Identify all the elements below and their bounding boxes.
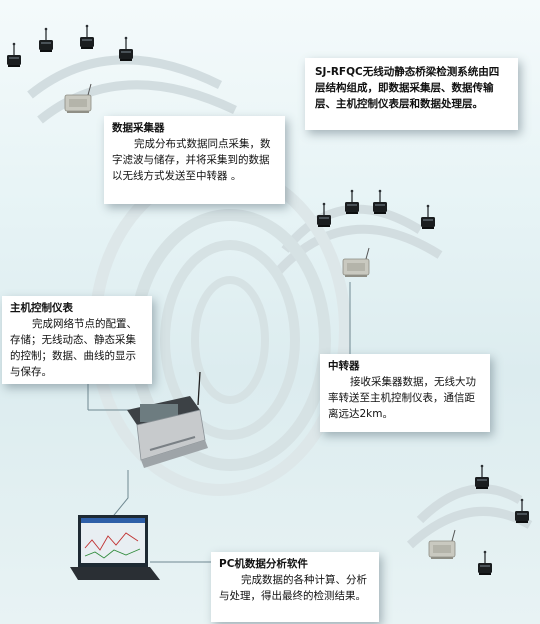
host-pc-link-line [109,470,129,521]
host-case-icon [127,371,208,468]
system-overview-text: SJ-RFQC无线动静态桥梁检测系统由四层结构组成，即数据采集层、数据传输层、主… [315,66,500,110]
laptop-pc-icon [70,515,160,580]
sensor-node-icon [344,189,360,215]
sensor-node-icon [6,42,22,68]
relay-title: 中转器 [328,360,360,372]
collector-description-box: 数据采集器 完成分布式数据同点采集，数字滤波与储存，并将采集到的数据以无线方式发… [104,116,285,204]
relay-body: 接收采集器数据，无线大功率转送至主机控制仪表，通信距离远达2km。 [328,376,477,420]
host-body: 完成网络节点的配置、存储；无线动态、静态采集的控制；数据、曲线的显示与保存。 [10,318,138,378]
sensor-node-icon [118,36,134,62]
pc-title: PC机数据分析软件 [219,558,308,570]
pc-software-description-box: PC机数据分析软件 完成数据的各种计算、分析与处理，得出最终的检测结果。 [211,552,379,622]
link-lines [87,282,351,563]
collector-device-icon [64,83,92,114]
collector-body: 完成分布式数据同点采集，数字滤波与储存，并将采集到的数据以无线方式发送至中转器 … [112,138,271,182]
host-description-box: 主机控制仪表 完成网络节点的配置、存储；无线动态、静态采集的控制；数据、曲线的显… [2,296,152,384]
sensor-node-icon [474,464,490,490]
relay-description-box: 中转器 接收采集器数据，无线大功率转送至主机控制仪表，通信距离远达2km。 [320,354,490,432]
relay-collector-icon [342,247,370,278]
sensor-node-icon [38,27,54,53]
sensor-node-icon [372,189,388,215]
host-title: 主机控制仪表 [10,302,73,314]
sensor-node-icon [420,204,436,230]
sensor-node-icon [477,550,493,576]
system-overview-box: SJ-RFQC无线动静态桥梁检测系统由四层结构组成，即数据采集层、数据传输层、主… [305,58,518,130]
sensor-group-bottom-right [474,464,530,576]
pc-body: 完成数据的各种计算、分析与处理，得出最终的检测结果。 [219,574,368,602]
collector-device-icon [428,529,456,560]
collector-title: 数据采集器 [112,122,165,134]
sensor-node-icon [79,24,95,50]
